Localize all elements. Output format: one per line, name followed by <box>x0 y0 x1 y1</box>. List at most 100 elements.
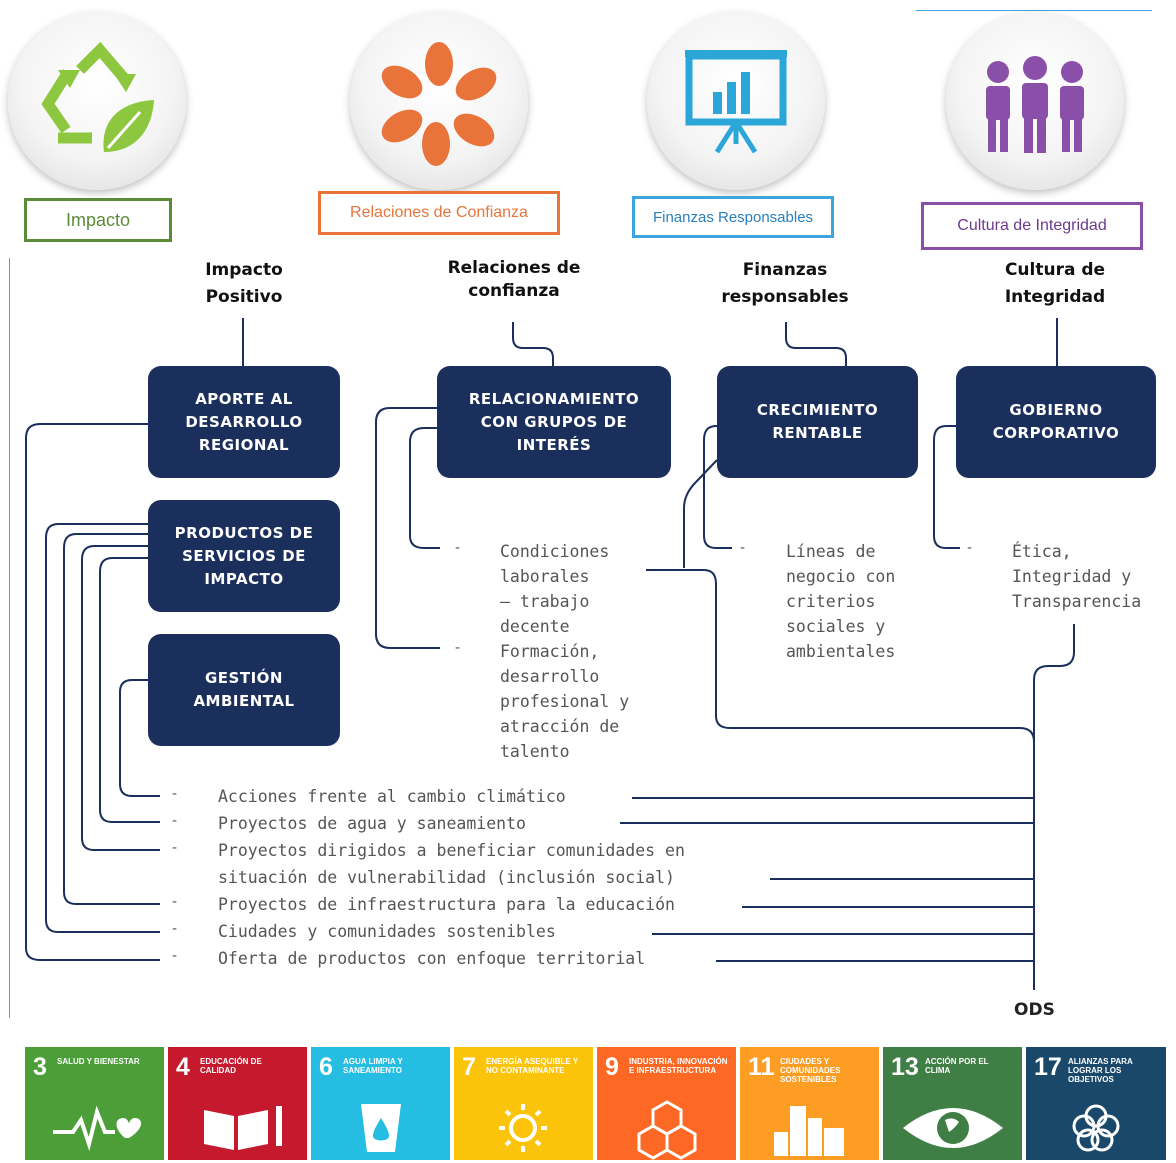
sdg-label: INDUSTRIA, INNOVACIÓN E INFRAESTRUCTURA <box>629 1057 728 1075</box>
box-line: DESARROLLO <box>185 412 303 431</box>
box-productos-servicios-impacto: PRODUCTOS DE SERVICIOS DE IMPACTO <box>148 500 340 612</box>
sdg-tile-4: 4 EDUCACIÓN DE CALIDAD <box>168 1047 307 1160</box>
eye-globe-icon <box>903 1108 1003 1148</box>
sdg-label: AGUA LIMPIA Y SANEAMIENTO <box>343 1057 403 1075</box>
bullet: - <box>172 921 178 937</box>
sub-item-etica-integridad: Ética, Integridad y Transparencia <box>1012 539 1141 614</box>
sdg-number: 13 <box>891 1053 919 1081</box>
sdg-number: 9 <box>605 1053 619 1081</box>
box-gobierno-corporativo: GOBIERNO CORPORATIVO <box>956 366 1156 478</box>
bullet: - <box>740 540 746 556</box>
sub-item-line: – trabajo <box>500 592 590 611</box>
bullet: - <box>455 540 461 556</box>
water-glass-icon <box>361 1104 401 1152</box>
book-pencil-icon <box>204 1106 282 1150</box>
impact-item-continuation: situación de vulnerabilidad (inclusión s… <box>218 868 675 887</box>
sub-item-line: profesional y <box>500 692 630 711</box>
sub-item-line: laborales <box>500 567 590 586</box>
box-line: GESTIÓN <box>205 669 283 687</box>
rings-icon <box>1072 1104 1120 1152</box>
city-buildings-icon <box>774 1106 844 1156</box>
relaciones-tag: Relaciones de Confianza <box>318 191 560 235</box>
pillar-title-line: Impacto <box>205 260 283 280</box>
sub-item-line: ambientales <box>786 642 896 661</box>
box-line: AMBIENTAL <box>193 692 295 710</box>
bullet: - <box>172 948 178 964</box>
pillar-title-line: Finanzas <box>742 260 828 280</box>
box-line: INTERÉS <box>516 435 592 454</box>
sdg-tile-7: 7 ENERGÍA ASEQUIBLE Y NO CONTAMINANTE <box>454 1047 593 1160</box>
box-line: PRODUCTOS DE <box>174 523 314 542</box>
sdg-number: 6 <box>319 1053 333 1081</box>
sdg-label: ENERGÍA ASEQUIBLE Y NO CONTAMINANTE <box>486 1057 579 1075</box>
hands-circle-icon <box>381 42 497 166</box>
pillar-title-integridad: Cultura de Integridad <box>945 257 1165 311</box>
sub-item-line: desarrollo <box>500 667 600 686</box>
sub-item-line: talento <box>500 742 570 761</box>
impact-item: Proyectos de agua y saneamiento <box>218 814 526 833</box>
top-accent-line <box>916 10 1152 11</box>
bullet: - <box>172 786 178 802</box>
impact-item: Oferta de productos con enfoque territor… <box>218 949 646 968</box>
pillar-title-line: confianza <box>468 281 560 301</box>
sdg-number: 7 <box>462 1053 476 1081</box>
relaciones-icon-circle <box>350 12 528 190</box>
box-line: RELACIONAMIENTO <box>468 389 640 408</box>
sdg-tile-17: 17 ALIANZAS PARA LOGRAR LOS OBJETIVOS <box>1026 1047 1166 1160</box>
sdg-tile-9: 9 INDUSTRIA, INNOVACIÓN E INFRAESTRUCTUR… <box>597 1047 736 1160</box>
sub-item-line: sociales y <box>786 617 886 636</box>
box-line: RENTABLE <box>772 424 863 442</box>
finanzas-tag: Finanzas Responsables <box>632 196 834 238</box>
box-line: CORPORATIVO <box>992 424 1120 442</box>
pillar-title-line: Integridad <box>1004 287 1106 307</box>
ods-label: ODS <box>1014 1000 1055 1020</box>
recycle-leaf-icon <box>41 41 154 152</box>
sub-item-line: criterios <box>786 592 876 611</box>
pillar-title-line: Positivo <box>205 287 283 307</box>
heartbeat-icon <box>53 1105 142 1152</box>
left-accent-line <box>9 258 10 1018</box>
pillar-title-finanzas: Finanzas responsables <box>675 257 895 311</box>
sub-item-line: Formación, <box>500 642 600 661</box>
pillar-title-line: Relaciones de <box>447 258 581 278</box>
box-gestion-ambiental: GESTIÓN AMBIENTAL <box>148 634 340 746</box>
sdg-tile-11: 11 CIUDADES Y COMUNIDADES SOSTENIBLES <box>740 1047 879 1160</box>
sub-item-line: Condiciones <box>500 542 610 561</box>
sub-item-line: Integridad y <box>1012 567 1132 586</box>
impacto-tag: Impacto <box>24 198 172 242</box>
box-line: IMPACTO <box>204 569 284 588</box>
box-line: CRECIMIENTO <box>756 401 879 419</box>
sub-item-formacion-desarrollo: Formación, desarrollo profesional y atra… <box>500 639 629 764</box>
impacto-icon-circle <box>8 12 186 190</box>
sub-item-lineas-negocio: Líneas de negocio con criterios sociales… <box>786 539 895 664</box>
impacto-tag-label: Impacto <box>65 209 131 230</box>
impact-item: Proyectos de infraestructura para la edu… <box>218 895 675 914</box>
sdg-tile-6: 6 AGUA LIMPIA Y SANEAMIENTO <box>311 1047 450 1160</box>
bullet: - <box>455 640 461 656</box>
sub-item-line: decente <box>500 617 570 636</box>
people-group-icon <box>986 56 1084 153</box>
sdg-label: CIUDADES Y COMUNIDADES SOSTENIBLES <box>780 1057 841 1084</box>
sub-item-condiciones-laborales: Condiciones laborales – trabajo decente <box>500 539 609 639</box>
pillar-title-relaciones: Relaciones de confianza <box>404 257 624 303</box>
integridad-tag-label: Cultura de Integridad <box>957 217 1107 234</box>
bullet: - <box>172 813 178 829</box>
sdg-label: EDUCACIÓN DE CALIDAD <box>200 1057 262 1075</box>
box-line: SERVICIOS DE <box>182 546 306 565</box>
cubes-icon <box>637 1100 697 1160</box>
sdg-tile-13: 13 ACCIÓN POR EL CLIMA <box>883 1047 1022 1160</box>
sdg-label: ALIANZAS PARA LOGRAR LOS OBJETIVOS <box>1068 1057 1133 1084</box>
box-line: REGIONAL <box>198 435 290 454</box>
sub-item-line: Líneas de <box>786 542 876 561</box>
relaciones-tag-label: Relaciones de Confianza <box>350 204 528 221</box>
box-line: GOBIERNO <box>1009 401 1103 419</box>
sub-item-line: atracción de <box>500 717 620 736</box>
box-crecimiento-rentable: CRECIMIENTO RENTABLE <box>717 366 918 478</box>
sdg-number: 11 <box>748 1053 775 1081</box>
sdg-number: 3 <box>33 1053 47 1081</box>
impact-item: Proyectos dirigidos a beneficiar comunid… <box>218 841 685 860</box>
finanzas-icon-circle <box>647 12 825 190</box>
